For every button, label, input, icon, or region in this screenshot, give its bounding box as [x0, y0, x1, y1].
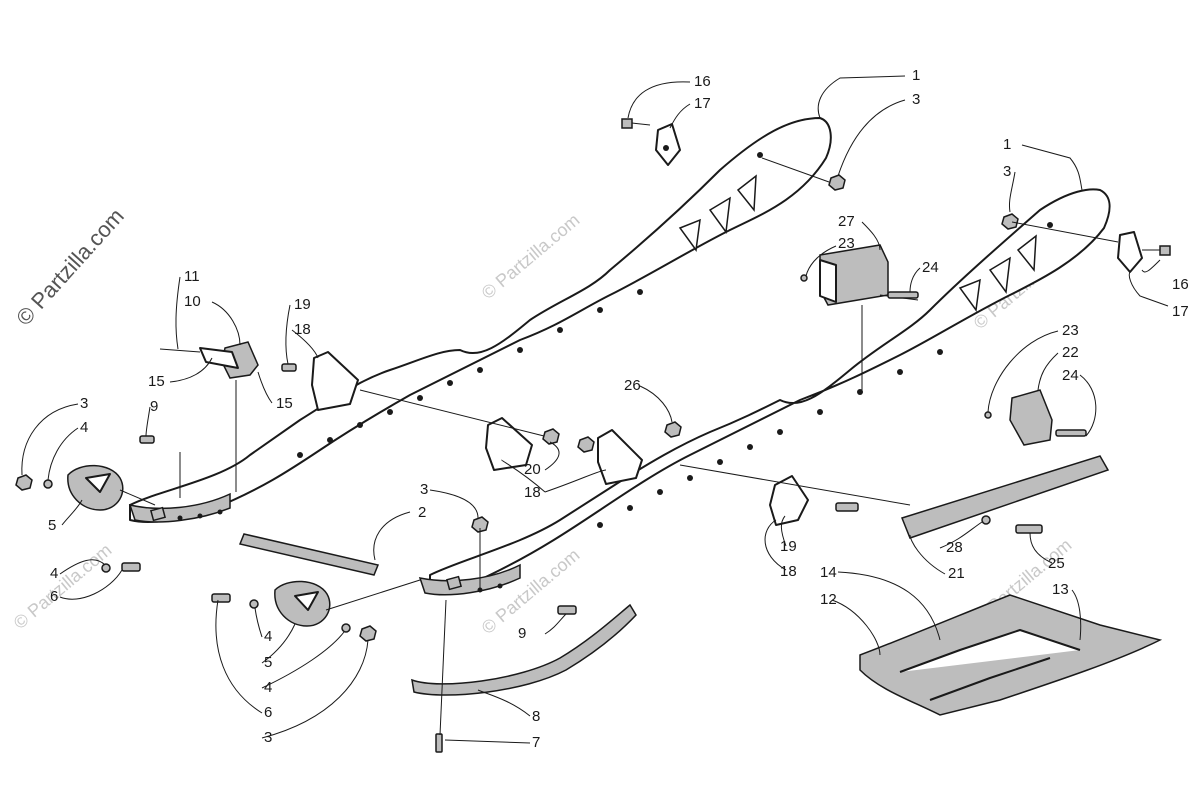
callout-label: 14: [820, 564, 837, 581]
callout-label: 16: [694, 73, 711, 90]
callout-label: 27: [838, 213, 855, 230]
callout-label: 5: [264, 654, 272, 671]
callout-label: 18: [780, 563, 797, 580]
callout-label: 4: [264, 628, 272, 645]
faint-watermark: © Partzilla.com: [478, 210, 584, 303]
callout-label: 3: [420, 481, 428, 498]
nut-3-right: [1001, 213, 1019, 230]
callout-label: 9: [150, 398, 158, 415]
idler-wheel-5-upper: [67, 464, 124, 511]
callout-label: 4: [80, 419, 88, 436]
callout-label: 13: [1052, 581, 1069, 598]
faint-watermarks: © Partzilla.com © Partzilla.com © Partzi…: [10, 210, 1076, 638]
cross-shaft-2: [238, 533, 380, 576]
callout-label: 3: [264, 729, 272, 746]
faint-watermark: © Partzilla.com: [10, 540, 116, 633]
callout-label: 24: [1062, 367, 1079, 384]
callout-label: 18: [524, 484, 541, 501]
callout-leaders: [21, 75, 1169, 744]
callout-label: 4: [264, 679, 272, 696]
callout-label: 9: [518, 625, 526, 642]
idler-wheel-5-lower: [274, 580, 331, 627]
callout-label: 8: [532, 708, 540, 725]
callout-label: 16: [1172, 276, 1189, 293]
callout-label: 3: [80, 395, 88, 412]
right-slide-rail: [418, 188, 1111, 596]
nut-26: [664, 421, 682, 438]
callout-label: 15: [276, 395, 293, 412]
nut-3-top: [828, 174, 846, 191]
callout-label: 17: [694, 95, 711, 112]
bracket-18-d: [769, 475, 809, 526]
bracket-18-b: [485, 417, 533, 471]
callout-label: 6: [264, 704, 272, 721]
small-hardware: [15, 274, 1087, 753]
bracket-18-c: [597, 429, 643, 485]
bracket-18-a: [311, 351, 359, 411]
callout-label: 15: [148, 373, 165, 390]
callout-label: 18: [294, 321, 311, 338]
callout-labels: 1 3 16 17 1 3 27 23 24 16 17 11 10 19 18…: [48, 67, 1189, 751]
callout-label: 1: [1003, 136, 1011, 153]
bolt-16-right: [1142, 245, 1171, 256]
stop-bracket-left: [655, 123, 681, 166]
callout-label: 7: [532, 734, 540, 751]
slide-runner-8: [411, 603, 637, 696]
callout-label: 3: [912, 91, 920, 108]
bumper-block-22: [1009, 389, 1053, 446]
callout-label: 19: [294, 296, 311, 313]
callout-label: 26: [624, 377, 641, 394]
callout-label: 11: [184, 268, 200, 285]
bracket-10: [159, 341, 259, 379]
callout-label: 12: [820, 591, 837, 608]
callout-label: 23: [1062, 322, 1079, 339]
callout-label: 28: [946, 539, 963, 556]
callout-label: 3: [1003, 163, 1011, 180]
callout-label: 5: [48, 517, 56, 534]
stop-bracket-right: [1117, 231, 1143, 273]
callout-label: 6: [50, 588, 58, 605]
callout-label: 21: [948, 565, 965, 582]
callout-label: 23: [838, 235, 855, 252]
callout-label: 19: [780, 538, 797, 555]
callout-label: 22: [1062, 344, 1079, 361]
bolt-16-left: [621, 118, 651, 129]
callout-label: 17: [1172, 303, 1189, 320]
assembly-lines: [119, 157, 1119, 736]
callout-label: 20: [524, 461, 541, 478]
nut-20: [542, 428, 595, 453]
callout-label: 2: [418, 504, 426, 521]
callout-label: 1: [912, 67, 920, 84]
callout-label: 25: [1048, 555, 1065, 572]
partzilla-watermark: © Partzilla.com: [11, 203, 129, 330]
wear-strip-21: [901, 455, 1110, 539]
callout-label: 4: [50, 565, 58, 582]
callout-label: 10: [184, 293, 201, 310]
callout-label: 24: [922, 259, 939, 276]
bumper-block-27: [819, 244, 919, 306]
track-section: [859, 594, 1163, 716]
left-slide-rail: [128, 117, 832, 523]
